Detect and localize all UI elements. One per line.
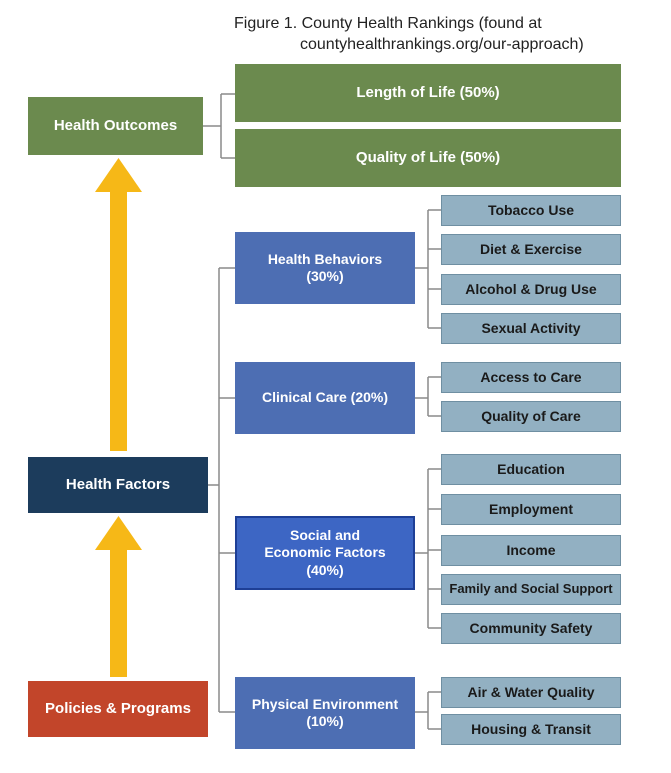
sexual-activity-box: Sexual Activity bbox=[441, 313, 621, 344]
access-to-care-box: Access to Care bbox=[441, 362, 621, 393]
tobacco-use-box: Tobacco Use bbox=[441, 195, 621, 226]
clinical-care-box: Clinical Care (20%) bbox=[235, 362, 415, 434]
quality-of-care-box: Quality of Care bbox=[441, 401, 621, 432]
quality-of-life-box: Quality of Life (50%) bbox=[235, 129, 621, 187]
figure-title-line-1: Figure 1. County Health Rankings (found … bbox=[234, 15, 542, 32]
physical-environment-box: Physical Environment (10%) bbox=[235, 677, 415, 749]
air-water-quality-box: Air & Water Quality bbox=[441, 677, 621, 708]
figure-title-line-2: countyhealthrankings.org/our-approach) bbox=[300, 35, 584, 53]
physical-environment-connector bbox=[415, 691, 441, 730]
employment-box: Employment bbox=[441, 494, 621, 525]
health-behaviors-box: Health Behaviors (30%) bbox=[235, 232, 415, 304]
alcohol-drug-use-box: Alcohol & Drug Use bbox=[441, 274, 621, 305]
policies-programs-box: Policies & Programs bbox=[28, 681, 208, 737]
family-social-support-box: Family and Social Support bbox=[441, 574, 621, 605]
arrow-up-policies-to-factors bbox=[95, 516, 142, 677]
figure-title: Figure 1. County Health Rankings (found … bbox=[234, 14, 654, 56]
length-of-life-box: Length of Life (50%) bbox=[235, 64, 621, 122]
outcomes-connector bbox=[203, 93, 235, 159]
arrow-up-factors-to-outcomes bbox=[95, 158, 142, 451]
diet-exercise-box: Diet & Exercise bbox=[441, 234, 621, 265]
social-economic-connector bbox=[415, 468, 441, 629]
health-behaviors-connector bbox=[415, 209, 441, 329]
health-outcomes-box: Health Outcomes bbox=[28, 97, 203, 155]
income-box: Income bbox=[441, 535, 621, 566]
education-box: Education bbox=[441, 454, 621, 485]
social-economic-factors-box: Social and Economic Factors (40%) bbox=[235, 516, 415, 590]
health-factors-box: Health Factors bbox=[28, 457, 208, 513]
factors-connector bbox=[208, 267, 235, 713]
community-safety-box: Community Safety bbox=[441, 613, 621, 644]
housing-transit-box: Housing & Transit bbox=[441, 714, 621, 745]
clinical-care-connector bbox=[415, 376, 441, 417]
